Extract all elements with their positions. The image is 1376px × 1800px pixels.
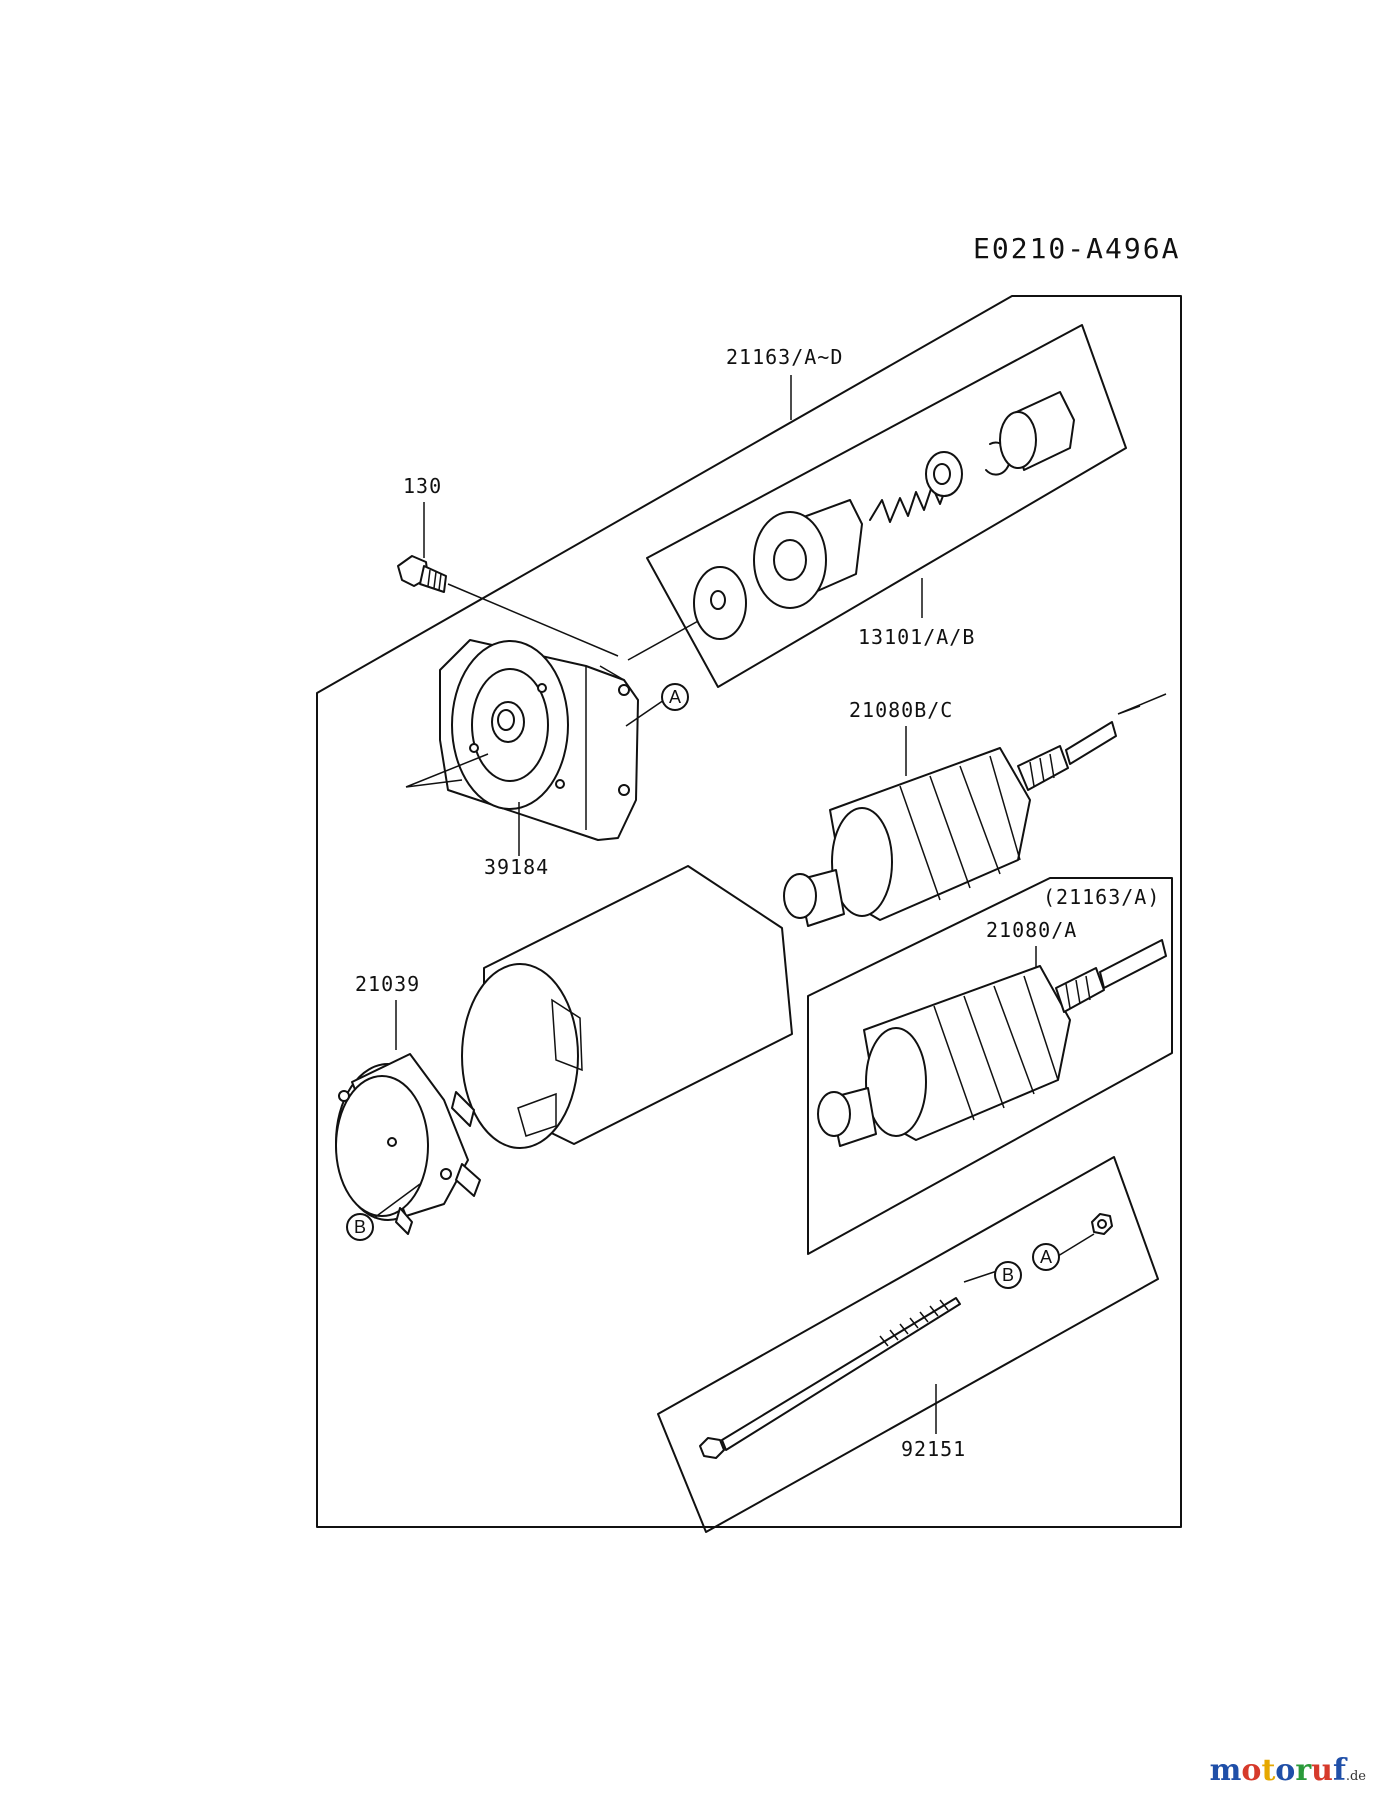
ref-marker-b [346,1213,374,1241]
ref-marker-a [661,683,689,711]
watermark-domain: .de [1345,1769,1366,1784]
through-bolt [699,1297,961,1459]
label-21039: 21039 [355,972,420,996]
leader-ref-b-bolt [963,1269,1001,1283]
motoruf-watermark: motoruf.de [1210,1753,1366,1788]
ref-b-bolt: B [1002,1265,1014,1285]
drive-end-housing [439,639,639,841]
leader-ref-b-holder [373,1183,421,1219]
through-bolt-frame [657,1156,1159,1533]
stop-collar [925,451,963,497]
drive-group-frame [646,324,1127,688]
leader-ref-a-nut [1057,1233,1095,1257]
thrust-washer [693,566,747,640]
diagram-code: E0210-A496A [973,232,1180,265]
ref-b-holder: B [354,1217,366,1237]
drive-sleeve [999,391,1075,471]
label-21080-a: 21080/A [986,918,1077,942]
armature-21080-a [817,939,1167,1147]
label-92151: 92151 [901,1437,966,1461]
assembly-line-right [1117,693,1167,715]
label-21080b-c: 21080B/C [849,698,953,722]
assembly-line-left [405,753,489,788]
label-13101-a-b: 13101/A/B [858,625,975,649]
ref-marker-b2 [994,1261,1022,1289]
bolt-130 [397,555,619,657]
brush-holder [335,1053,481,1235]
ref-marker-a2 [1032,1243,1060,1271]
watermark-text: motoruf [1209,1753,1346,1788]
drive-spring [869,481,949,523]
label-130: 130 [403,474,442,498]
assembly-line-housing [627,619,701,661]
ref-a-nut: A [1040,1247,1052,1267]
label-21163-a: (21163/A) [1043,885,1160,909]
armature-alt-frame [807,877,1173,1255]
hex-nut [1091,1213,1113,1235]
leader-ref-a-housing [625,699,665,727]
label-21163-a-d: 21163/A~D [726,345,843,369]
pinion-gear [753,499,863,609]
armature-21080b-c [783,721,1117,927]
ref-a-housing: A [669,687,681,707]
main-frame [316,295,1182,1528]
yoke-housing [461,865,793,1149]
label-39184: 39184 [484,855,549,879]
